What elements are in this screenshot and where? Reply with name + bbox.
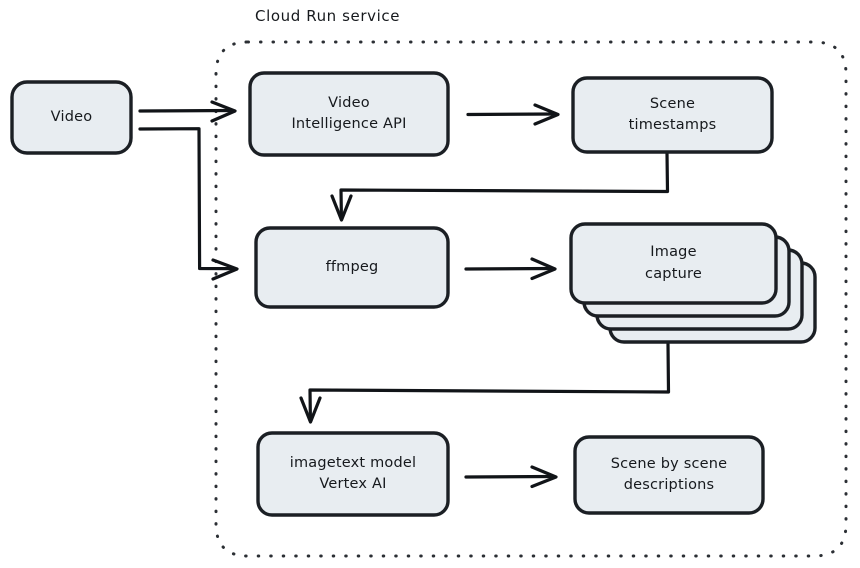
connector-image-capture-to-imagetext-model [299, 342, 671, 424]
cloud-run-service-boundary [214, 40, 848, 558]
node-shape-scene-by-scene-descriptions[interactable] [573, 435, 765, 515]
connector-scene-timestamps-to-ffmpeg [330, 151, 670, 222]
node-shape-image-capture-stack[interactable] [569, 222, 817, 344]
connector-imagetext-model-to-scene-descriptions [464, 465, 558, 489]
group-title-cloud-run-service: Cloud Run service [255, 7, 401, 25]
node-shape-video[interactable] [10, 80, 133, 155]
node-shape-scene-timestamps[interactable] [571, 76, 774, 154]
node-shape-ffmpeg[interactable] [254, 226, 450, 309]
connector-video-to-ffmpeg [138, 127, 239, 281]
connector-ffmpeg-to-image-capture [464, 257, 557, 281]
connector-video-to-video-intelligence-api [138, 100, 237, 123]
node-shape-imagetext-model-vertex-ai[interactable] [256, 431, 450, 517]
connector-video-intelligence-api-to-scene-timestamps [466, 103, 560, 126]
node-shape-video-intelligence-api[interactable] [248, 71, 450, 157]
